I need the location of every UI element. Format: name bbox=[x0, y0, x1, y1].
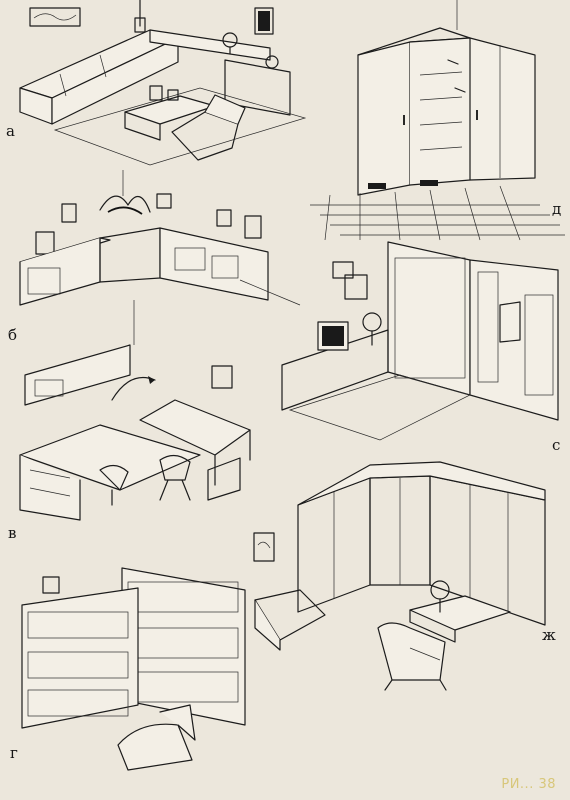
panel-label-s: с bbox=[552, 436, 561, 454]
panel-d-corner-wardrobe bbox=[310, 0, 565, 241]
panel-label-zh: ж bbox=[542, 626, 556, 644]
panel-label-v: в bbox=[8, 524, 17, 542]
panel-label-g: г bbox=[10, 744, 18, 762]
panel-b-corner-sideboard bbox=[19, 170, 301, 306]
panel-g-freestanding-shelves bbox=[21, 567, 246, 771]
figure-caption: РИ... 38 bbox=[501, 777, 556, 792]
panel-zh-wardrobe-lounge bbox=[253, 461, 546, 691]
panel-label-a: а bbox=[6, 122, 15, 140]
panel-v-workspace-desk bbox=[19, 300, 251, 521]
panel-a-living-room-sofa bbox=[19, 0, 307, 166]
panel-s-bookcase-wall bbox=[281, 241, 559, 441]
panel-label-d: д bbox=[552, 200, 562, 218]
panel-label-b: б bbox=[8, 326, 18, 344]
